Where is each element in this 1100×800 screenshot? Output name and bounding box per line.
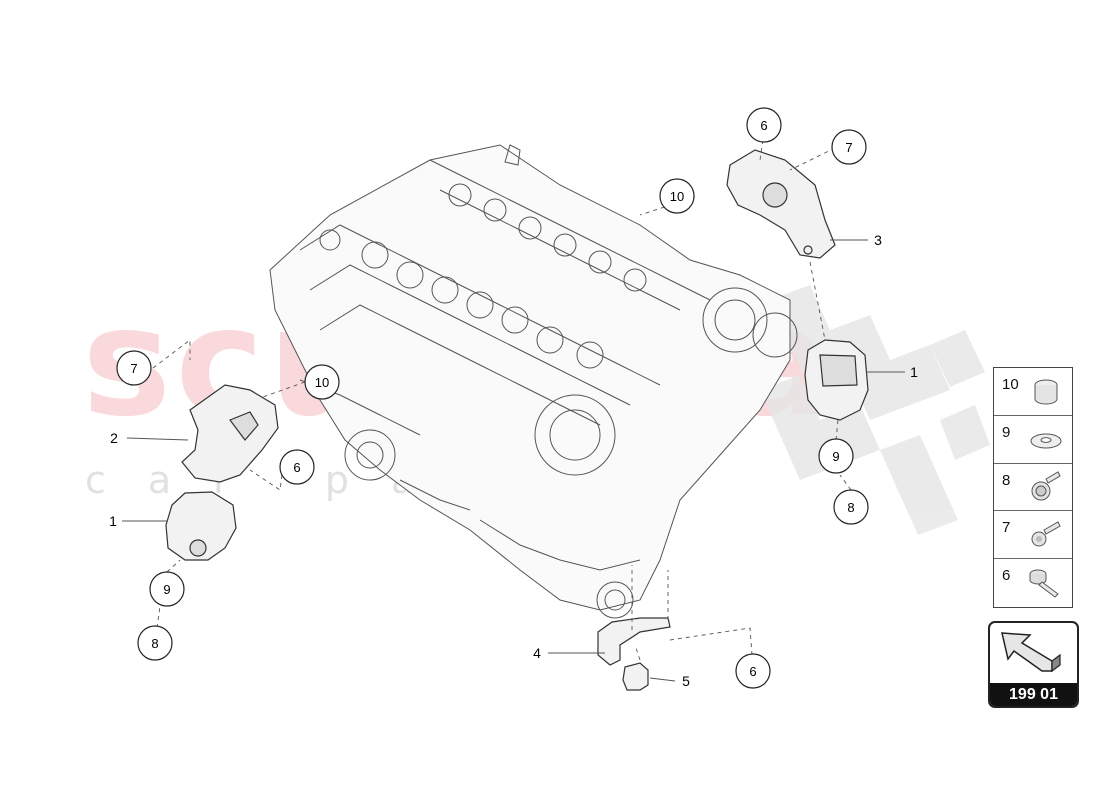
callout-8-left-label: 8	[151, 636, 158, 651]
callout-9-left: 9	[149, 571, 185, 607]
washer-icon	[1030, 433, 1062, 449]
callout-6-bottom: 6	[735, 653, 771, 689]
callout-7-left: 7	[116, 350, 152, 386]
callout-8-right: 8	[833, 489, 869, 525]
callout-4-bottom-label: 4	[533, 645, 541, 661]
callout-10-top: 10	[659, 178, 695, 214]
legend-row: 8	[994, 464, 1072, 512]
callout-5-bottom-label: 5	[682, 673, 690, 689]
checkered-flag-watermark	[760, 285, 990, 535]
page-nav-button[interactable]: 199 01	[988, 621, 1079, 708]
bushing-bottom	[622, 662, 649, 691]
legend-row: 10	[994, 368, 1072, 416]
legend-number: 6	[1002, 567, 1011, 585]
arrow-icon	[1001, 632, 1061, 673]
callout-6-left: 6	[279, 449, 315, 485]
legend-number: 8	[1002, 471, 1011, 489]
legend-row: 7	[994, 511, 1072, 560]
callout-3-right-label: 3	[874, 232, 882, 248]
page-number-label: 199 01	[990, 683, 1077, 706]
callout-8-left: 8	[137, 625, 173, 661]
callout-6-top-label: 6	[760, 118, 767, 133]
callout-1-left-label: 1	[109, 513, 117, 529]
callout-7-top: 7	[831, 129, 867, 165]
socket-screw-icon	[1029, 569, 1059, 598]
callout-7-left-label: 7	[130, 361, 137, 376]
hex-bolt-icon	[1031, 521, 1061, 547]
bracket-left	[181, 384, 279, 483]
engine-block	[269, 144, 798, 619]
mount-left	[165, 491, 237, 561]
spacer-sleeve-icon	[1034, 379, 1058, 405]
callout-6-top: 6	[746, 107, 782, 143]
legend-number: 9	[1002, 423, 1011, 441]
callout-9-left-label: 9	[163, 582, 170, 597]
legend-number: 10	[1002, 376, 1019, 393]
legend-row: 6	[994, 559, 1072, 607]
callout-10-left: 10	[304, 364, 340, 400]
callout-6-bottom-label: 6	[749, 664, 756, 679]
callout-6-left-label: 6	[293, 460, 300, 475]
callout-8-right-label: 8	[847, 500, 854, 515]
callout-2-left-label: 2	[110, 430, 118, 446]
legend-row: 9	[994, 416, 1072, 464]
callout-7-top-label: 7	[845, 140, 852, 155]
flange-bolt-icon	[1031, 470, 1061, 501]
callout-1-right-label: 1	[910, 364, 918, 380]
callout-10-top-label: 10	[670, 189, 684, 204]
callout-9-right-label: 9	[832, 449, 839, 464]
callout-10-left-label: 10	[315, 375, 329, 390]
parts-legend: 10 9 8 7	[993, 367, 1073, 608]
legend-number: 7	[1002, 519, 1011, 537]
plate-bottom	[597, 617, 671, 666]
callout-9-right: 9	[818, 438, 854, 474]
parts	[165, 149, 869, 691]
